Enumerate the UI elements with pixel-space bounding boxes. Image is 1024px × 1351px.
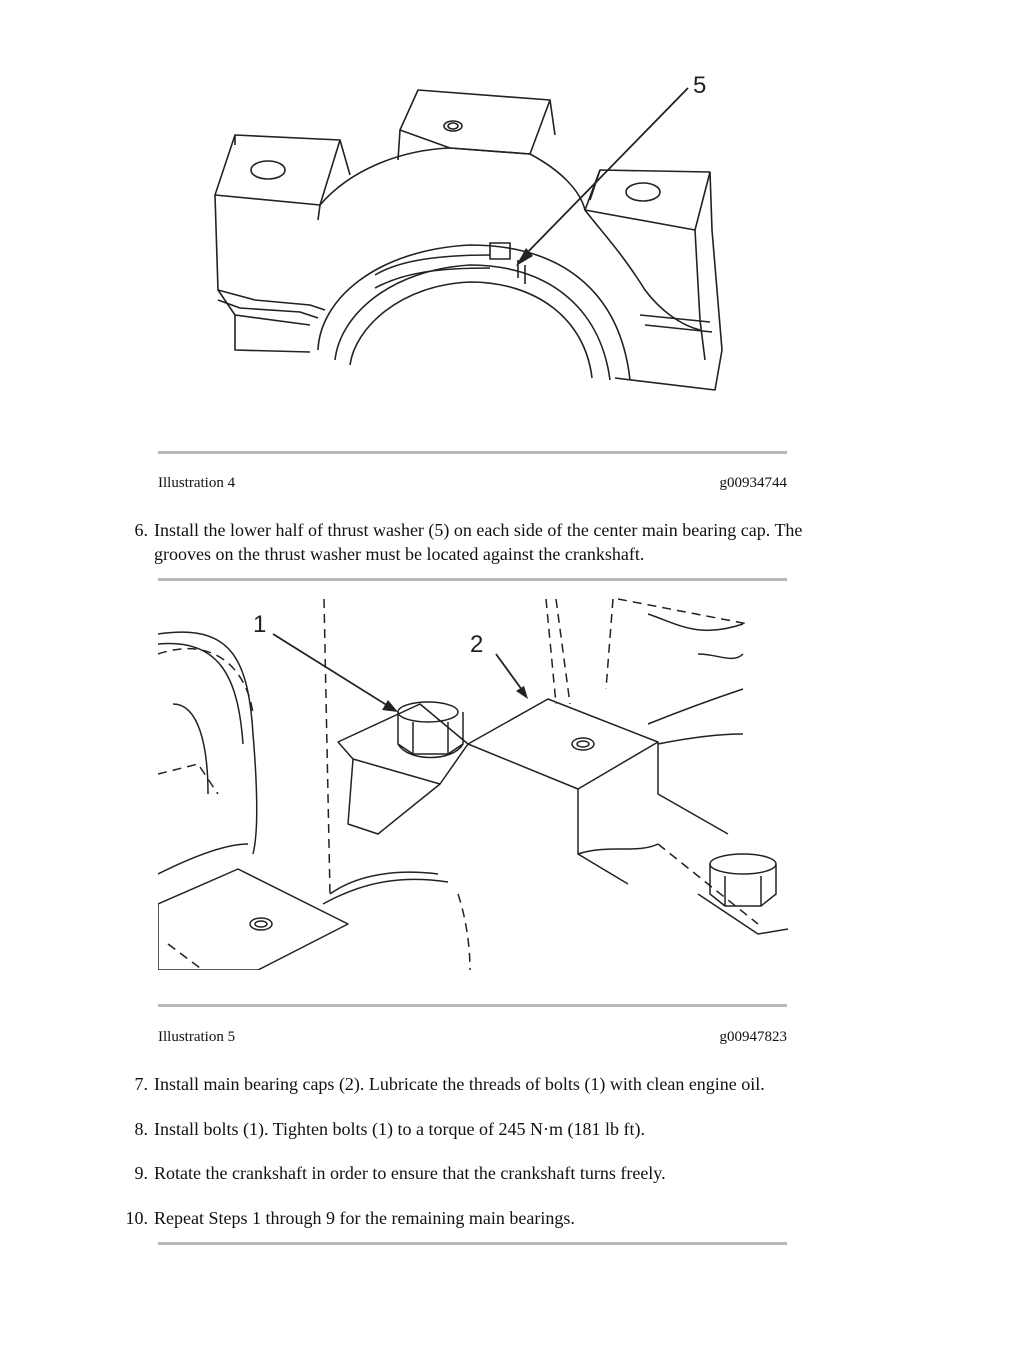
step-7: 7. Install main bearing caps (2). Lubric…: [110, 1072, 810, 1096]
step-9: 9. Rotate the crankshaft in order to ens…: [110, 1161, 810, 1185]
step-8: 8. Install bolts (1). Tighten bolts (1) …: [110, 1117, 810, 1141]
step-number: 8.: [134, 1119, 149, 1139]
step-6: 6. Install the lower half of thrust wash…: [110, 518, 810, 566]
step-10: 10. Repeat Steps 1 through 9 for the rem…: [110, 1206, 810, 1230]
step-text: Install main bearing caps (2). Lubricate…: [154, 1074, 765, 1094]
callout-label-5: 5: [693, 72, 706, 99]
step-number: 7.: [134, 1074, 149, 1094]
step-text: Install the lower half of thrust washer …: [154, 520, 803, 564]
divider: [158, 451, 787, 454]
step-number: 6.: [134, 520, 149, 540]
illustration-4-drawing: 5: [214, 72, 723, 391]
figure-caption: Illustration 5: [158, 1029, 236, 1045]
step-number: 9.: [134, 1163, 149, 1183]
illustration-5-drawing: 1 2: [158, 598, 788, 970]
divider: [158, 1004, 787, 1007]
callout-label-2: 2: [470, 631, 483, 658]
step-number: 10.: [125, 1208, 149, 1228]
figure-code: g00947823: [719, 1029, 788, 1045]
step-text: Rotate the crankshaft in order to ensure…: [154, 1163, 666, 1183]
figure-caption: Illustration 4: [158, 475, 236, 491]
step-text: Install bolts (1). Tighten bolts (1) to …: [154, 1119, 645, 1139]
divider: [158, 578, 787, 581]
step-text: Repeat Steps 1 through 9 for the remaini…: [154, 1208, 575, 1228]
figure-code: g00934744: [719, 475, 788, 491]
callout-label-1: 1: [253, 611, 266, 638]
divider: [158, 1242, 787, 1245]
